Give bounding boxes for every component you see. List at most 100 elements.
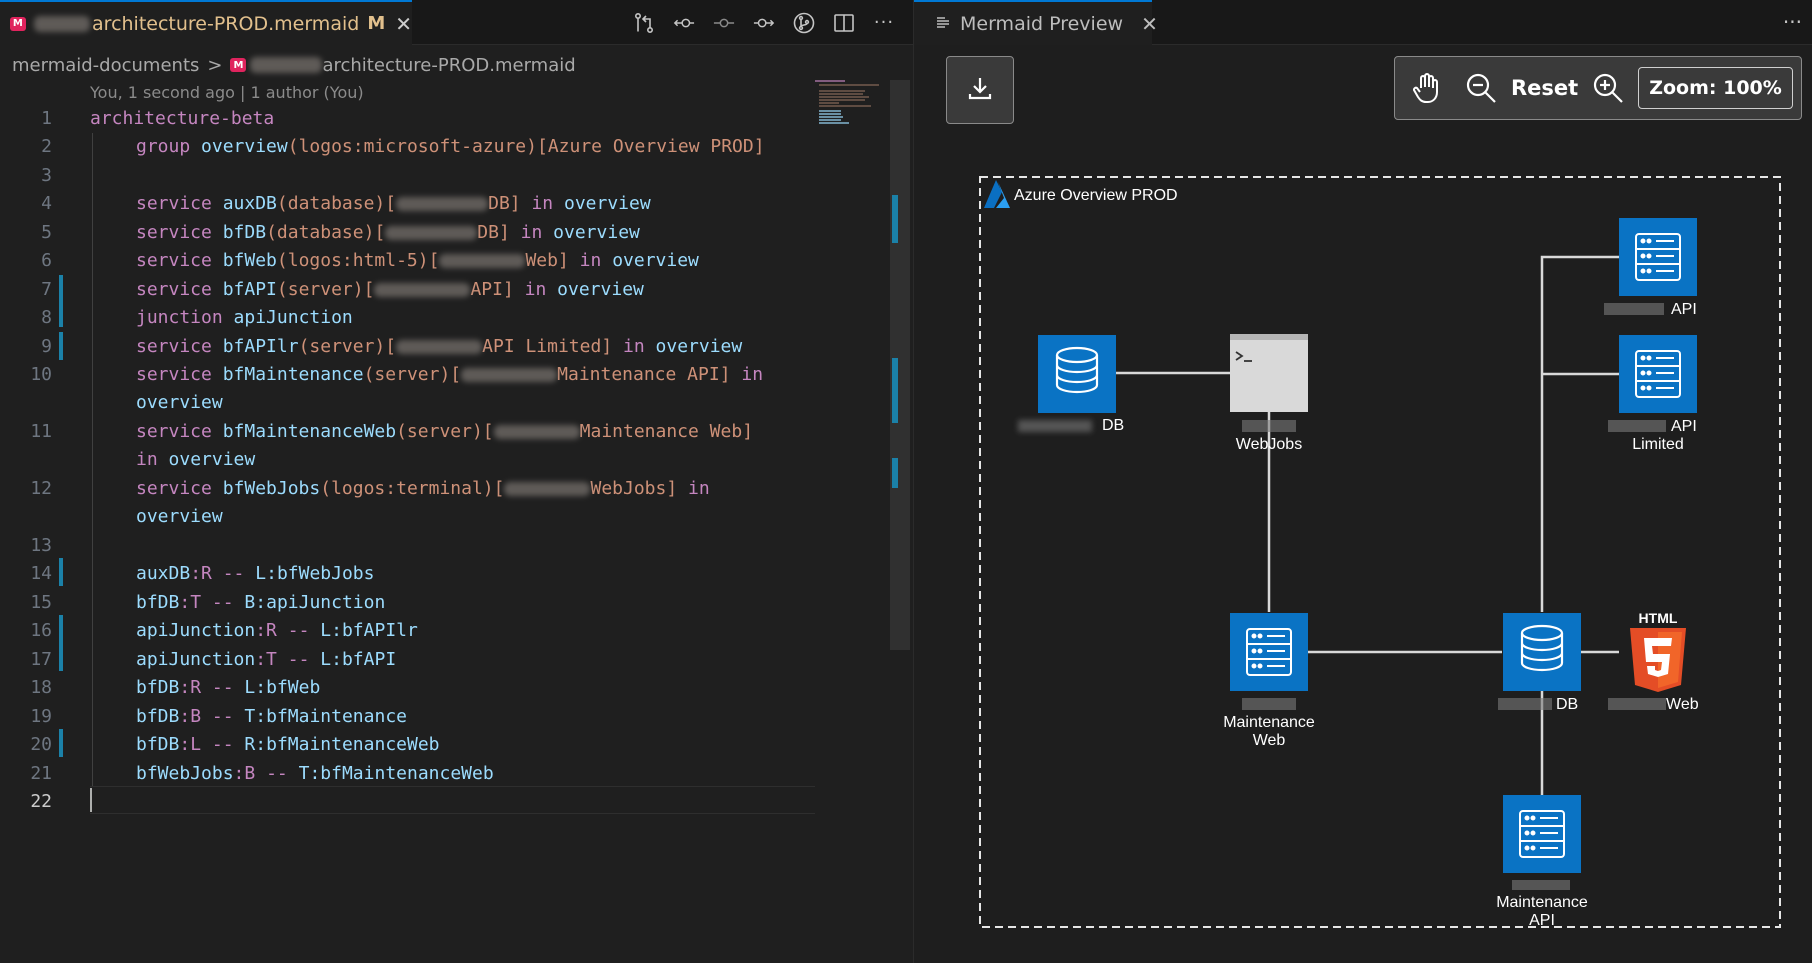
node-maintenance-api[interactable]: Maintenance API	[1496, 795, 1588, 929]
line-number: 20	[30, 734, 52, 755]
zoom-level-indicator[interactable]: Zoom: 100%	[1638, 67, 1793, 109]
redacted-text	[250, 57, 323, 73]
code-text: service auxDB(database)[DB] in overview	[136, 193, 651, 214]
preview-pane: Mermaid Preview ✕ ··· Reset Zoom: 100% A…	[914, 0, 1812, 963]
redacted-text	[504, 482, 591, 496]
code-text: service bfWebJobs(logos:terminal)[WebJob…	[136, 478, 710, 499]
code-line[interactable]: 21 bfWebJobs:B -- T:bfMaintenanceWeb	[0, 760, 830, 788]
git-graph-icon[interactable]	[793, 12, 815, 34]
code-line[interactable]: 7 service bfAPI(server)[API] in overview	[0, 276, 830, 304]
line-number: 11	[30, 421, 52, 442]
preview-tab-title: Mermaid Preview	[960, 12, 1124, 35]
code-line-wrap[interactable]: overview	[0, 389, 830, 417]
line-number: 16	[30, 620, 52, 641]
code-text: bfDB:T -- B:apiJunction	[136, 592, 386, 613]
more-actions-icon[interactable]: ···	[873, 12, 895, 33]
preview-tab[interactable]: Mermaid Preview ✕	[914, 0, 1158, 45]
code-line[interactable]: 15 bfDB:T -- B:apiJunction	[0, 589, 830, 617]
redacted-text	[439, 254, 526, 268]
gutter-change-marker[interactable]	[59, 275, 63, 327]
code-line[interactable]: 6 service bfWeb(logos:html-5)[Web] in ov…	[0, 247, 830, 275]
code-line[interactable]: 5 service bfDB(database)[DB] in overview	[0, 219, 830, 247]
breadcrumb-folder[interactable]: mermaid-documents	[12, 54, 200, 76]
code-line[interactable]: 22	[0, 788, 830, 816]
text-cursor	[90, 788, 92, 812]
gutter-change-marker[interactable]	[59, 558, 63, 586]
line-number: 7	[41, 279, 52, 300]
node-label: DB	[1556, 696, 1578, 713]
code-line[interactable]: 9 service bfAPIlr(server)[API Limited] i…	[0, 333, 830, 361]
gutter-change-marker[interactable]	[59, 729, 63, 757]
code-line[interactable]: 2 group overview(logos:microsoft-azure)[…	[0, 133, 830, 161]
node-webjobs[interactable]: WebJobs	[1230, 334, 1308, 453]
node-label: API	[1529, 912, 1555, 929]
code-line[interactable]: 8 junction apiJunction	[0, 304, 830, 332]
gutter-change-marker[interactable]	[59, 615, 63, 671]
download-button[interactable]	[946, 56, 1014, 124]
code-line[interactable]: 10 service bfMaintenance(server)[Mainten…	[0, 361, 830, 389]
open-changes-icon[interactable]	[633, 12, 655, 34]
code-line-wrap[interactable]: in overview	[0, 446, 830, 474]
mermaid-file-icon: M	[10, 16, 26, 31]
zoom-out-icon[interactable]	[1463, 70, 1499, 106]
redacted-text	[1018, 420, 1092, 432]
gutter-change-marker[interactable]	[59, 332, 63, 360]
group-title: Azure Overview PROD	[1014, 187, 1178, 204]
node-auxdb[interactable]: DB	[1018, 335, 1124, 434]
code-line-wrap[interactable]: overview	[0, 503, 830, 531]
preview-tab-close-icon[interactable]: ✕	[1141, 11, 1158, 36]
code-line[interactable]: 14 auxDB:R -- L:bfWebJobs	[0, 560, 830, 588]
code-line[interactable]: 12 service bfWebJobs(logos:terminal)[Web…	[0, 475, 830, 503]
split-editor-icon[interactable]	[833, 12, 855, 34]
code-text: service bfAPIlr(server)[API Limited] in …	[136, 336, 743, 357]
next-change-icon[interactable]	[753, 12, 775, 34]
overview-change-mark	[892, 195, 898, 243]
code-line[interactable]: 18 bfDB:R -- L:bfWeb	[0, 674, 830, 702]
architecture-diagram[interactable]: Azure Overview PROD DB	[914, 130, 1812, 963]
code-text: bfWebJobs:B -- T:bfMaintenanceWeb	[136, 763, 494, 784]
zoom-in-icon[interactable]	[1590, 70, 1626, 106]
previous-change-icon[interactable]	[673, 12, 695, 34]
code-line[interactable]: 1 architecture-beta	[0, 105, 830, 133]
terminal-icon	[1230, 334, 1308, 412]
node-maintenance-web[interactable]: Maintenance Web	[1223, 613, 1315, 749]
pan-hand-icon[interactable]	[1409, 70, 1445, 106]
mermaid-file-icon: M	[230, 58, 247, 72]
group-overview-border	[979, 176, 1781, 928]
diagram-edges	[1107, 255, 1619, 795]
more-actions-icon[interactable]: ···	[1782, 10, 1802, 34]
redacted-text	[1604, 303, 1664, 315]
commit-icon[interactable]	[713, 12, 735, 34]
git-blame-annotation[interactable]: You, 1 second ago | 1 author (You)	[90, 83, 364, 102]
redacted-text	[33, 15, 91, 32]
line-number: 13	[30, 535, 52, 556]
code-line[interactable]: 16 apiJunction:R -- L:bfAPIlr	[0, 617, 830, 645]
code-line[interactable]: 4 service auxDB(database)[DB] in overvie…	[0, 190, 830, 218]
code-line[interactable]: 3	[0, 162, 830, 190]
redacted-text	[1608, 420, 1666, 432]
redacted-text	[1242, 698, 1296, 710]
node-api[interactable]: API	[1604, 218, 1697, 318]
redacted-text	[385, 226, 478, 240]
redacted-text	[396, 340, 483, 354]
editor-tab[interactable]: M architecture-PROD.mermaid M ✕	[0, 0, 412, 45]
tab-close-icon[interactable]: ✕	[395, 11, 412, 36]
line-number: 2	[41, 136, 52, 157]
code-line[interactable]: 19 bfDB:B -- T:bfMaintenance	[0, 703, 830, 731]
preview-icon	[936, 13, 950, 35]
node-label: API	[1671, 301, 1697, 318]
code-line[interactable]: 11 service bfMaintenanceWeb(server)[Main…	[0, 418, 830, 446]
node-bfdb[interactable]: DB	[1498, 613, 1581, 713]
code-line[interactable]: 17 apiJunction:T -- L:bfAPI	[0, 646, 830, 674]
reset-button[interactable]: Reset	[1511, 76, 1579, 100]
breadcrumb-file[interactable]: architecture-PROD.mermaid	[322, 54, 576, 76]
code-line[interactable]: 13	[0, 532, 830, 560]
code-text: overview	[136, 506, 223, 527]
code-line[interactable]: 20 bfDB:L -- R:bfMaintenanceWeb	[0, 731, 830, 759]
pane-divider[interactable]	[913, 0, 914, 963]
code-text: architecture-beta	[90, 108, 275, 129]
node-api-limited[interactable]: API Limited	[1608, 335, 1697, 453]
minimap[interactable]	[815, 80, 890, 130]
node-bfweb[interactable]: HTML Web	[1608, 610, 1699, 713]
redacted-text	[1242, 420, 1296, 432]
